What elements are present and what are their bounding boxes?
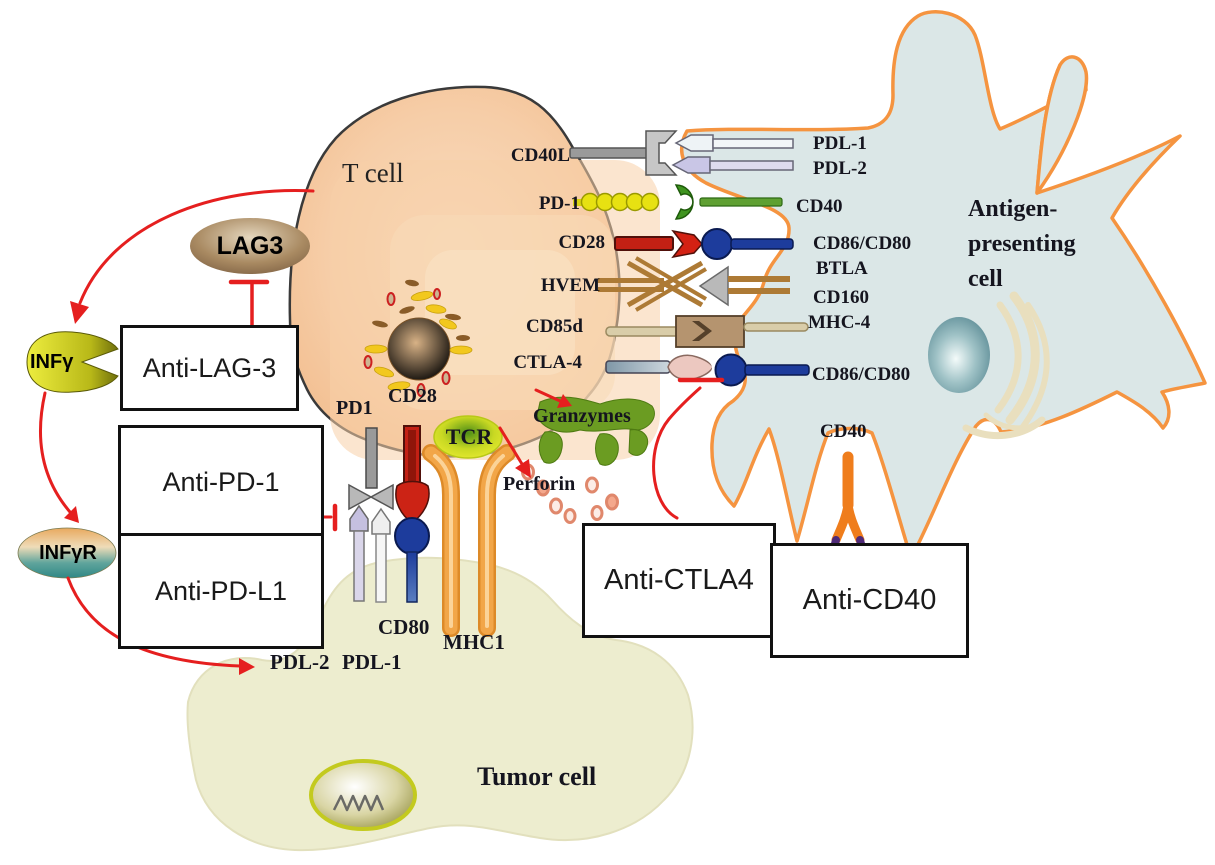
cd40-apc-receptor (829, 451, 867, 555)
anti-pd1-box: Anti-PD-1 (118, 425, 324, 539)
pd1-top-label: PD-1 (538, 193, 580, 214)
arrow-infg-to-infgr (39, 391, 72, 514)
granzymes-label: Granzymes (533, 405, 631, 427)
apc-nucleus (928, 317, 990, 393)
anti-pdl1-box: Anti-PD-L1 (118, 533, 324, 649)
arrowhead-infgr (64, 506, 79, 523)
arrowhead-pdl (239, 658, 255, 675)
cd40l-label: CD40L (510, 145, 570, 166)
apc-label: Antigen- presenting cell (968, 192, 1148, 297)
pd1-bottom-label: PD1 (336, 397, 373, 419)
t-cell-label: T cell (342, 158, 404, 188)
perforin-granules (521, 463, 619, 524)
cd40l-receptor (569, 130, 678, 176)
cd80-ligand (394, 517, 430, 603)
pdl2-tumor-label: PDL-2 (270, 650, 330, 674)
cd86cd80-ligand-top (701, 228, 794, 260)
cd86cd80-ligand-bottom (714, 353, 810, 387)
anti-cd40-box: Anti-CD40 (770, 543, 969, 658)
cd85d-label: CD85d (525, 316, 583, 337)
cd40-apc-lower-label: CD40 (820, 421, 867, 442)
anti-pdl1-label: Anti-PD-L1 (154, 575, 288, 606)
mhc1-ligand (422, 444, 516, 637)
tcr-receptor (433, 415, 503, 459)
anti-pd1-label: Anti-PD-1 (162, 466, 280, 497)
anti-lag3-box: Anti-LAG-3 (120, 325, 299, 411)
mhc4-label: MHC-4 (808, 312, 871, 333)
arrowhead-perforin (515, 459, 531, 478)
cd86cd80-top-label: CD86/CD80 (813, 233, 912, 254)
cd86cd80-bottom-label: CD86/CD80 (812, 364, 911, 385)
infgr-label: INFγR (39, 542, 97, 564)
cd28-bottom-receptor (395, 425, 430, 524)
pd1-bottom-receptor (348, 427, 394, 511)
tumor-nucleus (309, 759, 417, 831)
cd28-bottom-label: CD28 (388, 385, 437, 407)
pdl1-tumor-label: PDL-1 (342, 650, 402, 674)
pdl1-bottom-ligand (371, 507, 391, 603)
arrow-tcell-to-infg (78, 189, 315, 305)
pd1-bead-receptor (573, 192, 660, 212)
t-cell-nucleus (387, 317, 451, 381)
arrow-to-granzymes (534, 388, 562, 403)
btla-label: BTLA (816, 258, 868, 279)
btla-cd160-ligand (698, 265, 790, 307)
tumor-cell-label: Tumor cell (477, 762, 597, 791)
pdl2-apc-label: PDL-2 (813, 158, 867, 179)
hvem-label: HVEM (540, 275, 600, 296)
t-cell-granules (363, 279, 473, 397)
apc-cell-shape (679, 10, 1207, 560)
cd40-ligand (674, 184, 783, 220)
arrow-to-perforin (498, 426, 524, 466)
apc-label-line1: Antigen- (968, 196, 1058, 222)
apc-label-line3: cell (968, 266, 1003, 292)
tumor-dna-squiggle (332, 794, 385, 812)
pdl2-ligand (671, 156, 794, 174)
pdl2-bottom-ligand (349, 504, 369, 602)
arrowhead-infg (70, 301, 89, 324)
anti-ctla4-label: Anti-CTLA4 (604, 564, 754, 596)
hvem-receptor (598, 256, 708, 312)
cd160-label: CD160 (813, 287, 869, 308)
infg-label: INFγ (30, 351, 74, 373)
pdl1-ligand (674, 134, 794, 152)
cd80-label: CD80 (378, 615, 430, 639)
ctla4-label: CTLA-4 (513, 352, 582, 373)
mhc4-ligand (743, 322, 809, 332)
t-cell-inner-shade-3 (425, 250, 575, 375)
t-cell-shape (288, 85, 660, 460)
anti-ctla4-box: Anti-CTLA4 (582, 523, 776, 638)
mhc1-label: MHC1 (443, 630, 505, 654)
apc-label-line2: presenting (968, 231, 1076, 257)
ctla4-receptor (605, 354, 716, 381)
cd28-receptor (614, 229, 704, 259)
cd28-top-label: CD28 (558, 232, 605, 253)
anti-lag3-label: Anti-LAG-3 (142, 352, 277, 383)
cd85d-receptor (605, 315, 745, 348)
pdl1-apc-label: PDL-1 (813, 133, 867, 154)
line-antictla4 (652, 386, 702, 520)
lag3-molecule (190, 218, 310, 274)
lag3-label: LAG3 (216, 232, 284, 260)
apc-golgi (962, 291, 1050, 440)
infg-molecule (26, 331, 119, 393)
cd40-apc-top-label: CD40 (796, 196, 843, 217)
tcr-label: TCR (445, 424, 493, 449)
anti-cd40-label: Anti-CD40 (802, 584, 937, 616)
arrowhead-granzymes (557, 394, 572, 408)
perforin-label: Perforin (503, 473, 576, 495)
